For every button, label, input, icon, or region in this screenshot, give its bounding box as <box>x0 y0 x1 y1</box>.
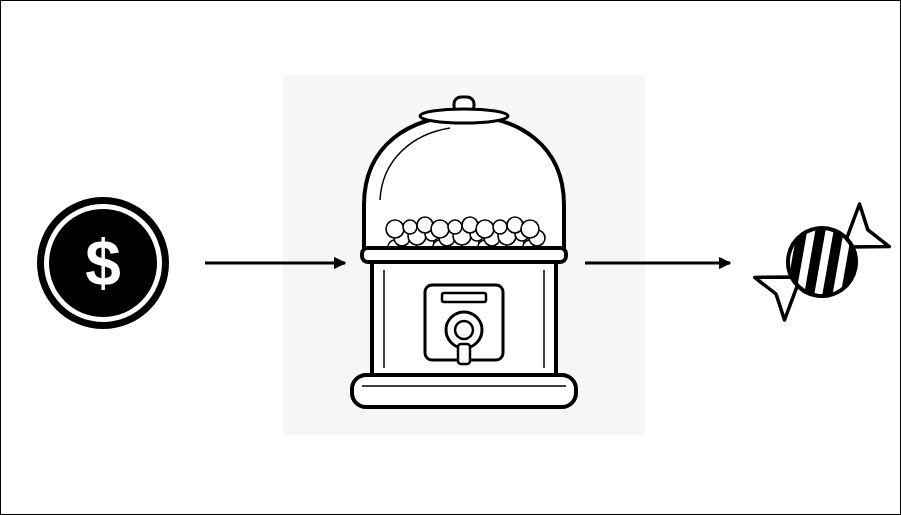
candy-outline <box>775 215 870 310</box>
candy-node <box>755 195 890 330</box>
candy-stripe <box>817 204 848 324</box>
machine-body <box>372 262 556 375</box>
body-edge-line <box>383 270 385 368</box>
dome-highlight <box>380 128 450 200</box>
gumball <box>493 220 507 234</box>
dome-cap <box>420 109 508 123</box>
gumball <box>448 220 462 234</box>
gumball <box>431 220 449 238</box>
candy-stripes <box>716 154 901 371</box>
machine-node <box>350 90 578 436</box>
machine-base <box>352 375 576 407</box>
coin-slot <box>442 293 486 302</box>
candy-stripe <box>835 207 866 327</box>
gumball <box>403 220 417 234</box>
flow-arrow <box>205 262 345 265</box>
gumball <box>386 220 404 238</box>
candy-body <box>775 215 870 310</box>
coin-node: $ <box>35 195 171 331</box>
body-edge-line <box>543 270 545 368</box>
candy-stripe <box>853 210 884 330</box>
dispense-spout <box>458 344 470 364</box>
gumball <box>476 220 494 238</box>
turn-knob-center <box>455 321 473 339</box>
candy-stripe <box>800 201 831 321</box>
flow-arrow <box>585 262 730 265</box>
candy-group <box>716 154 901 371</box>
base-rim-line <box>362 385 566 387</box>
gumball-machine <box>350 90 578 436</box>
machine-panel <box>283 75 645 435</box>
dome-collar <box>362 248 566 262</box>
turn-knob <box>446 312 482 348</box>
wrapped-candy <box>755 195 890 330</box>
currency-symbol: $ <box>35 195 171 331</box>
gumball <box>521 220 539 238</box>
glass-dome <box>364 116 564 252</box>
